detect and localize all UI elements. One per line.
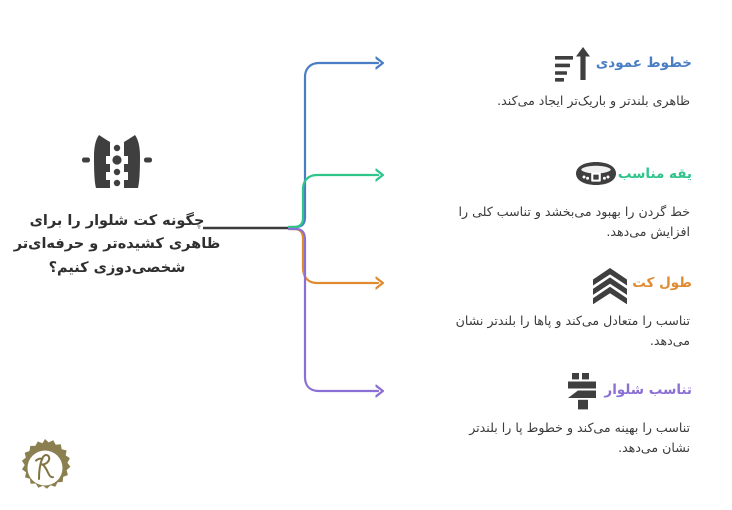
branch-vertical-lines: خطوط عمودی ظاهری بلندتر و باریک‌تر ایجاد… (387, 44, 692, 111)
branch-description-vertical-lines: ظاهری بلندتر و باریک‌تر ایجاد می‌کند. (497, 93, 690, 108)
branch-label-trouser-fit: تناسب شلوار (604, 381, 692, 398)
root-node: چگونه کت شلوار را برای ظاهری کشیده‌تر و … (8, 132, 226, 280)
branch-description-trouser-fit: تناسب را بهینه می‌کند و خطوط پا را بلندت… (469, 420, 690, 456)
branch-header: خطوط عمودی (387, 44, 692, 84)
connector-proper-collar (287, 175, 378, 229)
connector-vertical-lines (287, 63, 378, 229)
branch-header: تناسب شلوار (387, 371, 692, 411)
branch-description-proper-collar: خط گردن را بهبود می‌بخشد و تناسب کلی را … (458, 204, 690, 240)
branch-label-vertical-lines: خطوط عمودی (595, 54, 692, 71)
branch-trouser-fit: تناسب شلوار تناسب را بهینه می‌کند و خطوط… (387, 371, 692, 459)
branch-description-jacket-length: تناسب را متعادل می‌کند و پاها را بلندتر … (455, 313, 690, 349)
connector-jacket-length (287, 227, 378, 283)
up-arrow-lines-icon (554, 47, 590, 82)
branch-proper-collar: یقه مناسب خط گردن را بهبود می‌بخشد و تنا… (387, 155, 692, 243)
branch-jacket-length: طول کت تناسب را متعادل می‌کند و پاها را … (387, 264, 692, 352)
suit-vest-icon (82, 135, 152, 188)
trouser-fold-icon (566, 373, 597, 410)
page-title: چگونه کت شلوار را برای ظاهری کشیده‌تر و … (13, 213, 221, 276)
ornate-monogram-logo (21, 439, 71, 489)
triple-chevron-up-icon (593, 268, 628, 304)
connector-trouser-fit (287, 227, 378, 391)
branch-label-proper-collar: یقه مناسب (617, 165, 692, 182)
branch-header: طول کت (387, 264, 692, 304)
branch-label-jacket-length: طول کت (632, 274, 692, 291)
collar-ring-icon (575, 162, 616, 185)
branch-header: یقه مناسب (387, 155, 692, 195)
